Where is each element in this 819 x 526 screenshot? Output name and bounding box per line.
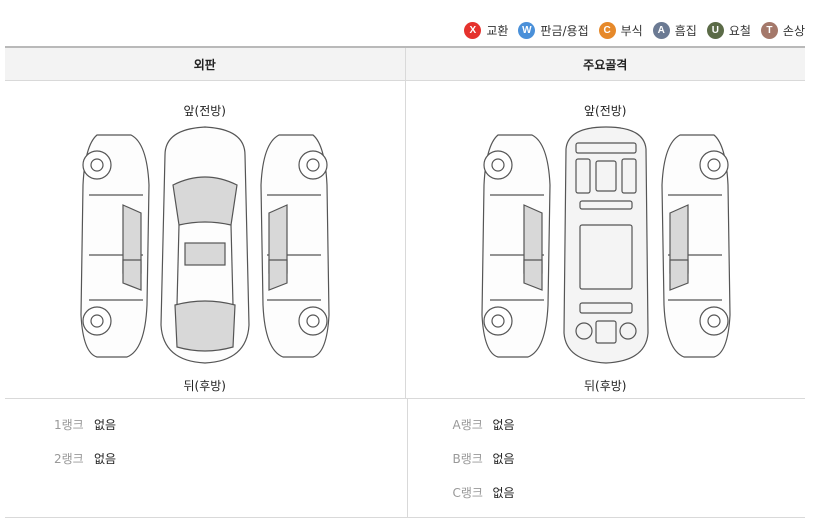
rank-item: B랭크 없음 — [453, 449, 806, 467]
t-badge-icon: T — [760, 21, 778, 39]
diagram-row: 앞(전방) — [5, 81, 805, 399]
frame-diagram-cell: 앞(전방) — [404, 81, 806, 398]
c-badge-icon: C — [598, 21, 616, 39]
front-label: 앞(전방) — [584, 104, 627, 118]
rank-value: 없음 — [492, 485, 515, 500]
rank-row: 1랭크 없음 2랭크 없음 A랭크 없음 B랭크 없음 C랭크 없음 — [5, 399, 805, 518]
legend-item-scratch: A 흠집 — [652, 21, 697, 39]
rank-value: 없음 — [94, 417, 117, 432]
rank-value: 없음 — [94, 451, 117, 466]
rank-value: 없음 — [492, 417, 515, 432]
front-label: 앞(전방) — [183, 104, 226, 118]
legend-label: 요철 — [728, 23, 751, 38]
inspection-panel: 외판 주요골격 앞(전방) — [5, 46, 805, 518]
legend-label: 부식 — [620, 23, 643, 38]
rank-item: C랭크 없음 — [453, 483, 806, 501]
rank-name: B랭크 — [452, 451, 483, 466]
rank-item: 2랭크 없음 — [54, 449, 407, 467]
legend-item-sheet-metal: W 판금/용접 — [518, 21, 589, 39]
rank-name: 1랭크 — [54, 417, 84, 432]
rank-item: 1랭크 없음 — [54, 415, 407, 433]
frame-car-diagram — [480, 126, 731, 364]
frame-chassis-view — [562, 126, 649, 364]
rank-name: C랭크 — [452, 485, 483, 500]
exterior-diagram-cell: 앞(전방) — [5, 81, 405, 398]
rear-label: 뒤(후방) — [584, 379, 627, 393]
a-badge-icon: A — [652, 21, 670, 39]
rank-name: A랭크 — [452, 417, 483, 432]
section-header-row: 외판 주요골격 — [5, 48, 805, 81]
rank-item: A랭크 없음 — [453, 415, 806, 433]
legend-item-corrosion: C 부식 — [598, 21, 643, 39]
exterior-ranks: 1랭크 없음 2랭크 없음 — [5, 399, 407, 518]
rear-label: 뒤(후방) — [183, 379, 226, 393]
exterior-car-diagram — [80, 126, 330, 364]
damage-legend: X 교환 W 판금/용접 C 부식 A 흠집 U 요철 T 손상 — [464, 20, 805, 40]
exterior-title: 외판 — [193, 57, 216, 72]
x-badge-icon: X — [464, 21, 482, 39]
u-badge-icon: U — [706, 21, 724, 39]
legend-item-dent: U 요철 — [706, 21, 751, 39]
legend-label: 손상 — [782, 23, 805, 38]
legend-item-exchange: X 교환 — [464, 21, 509, 39]
rank-value: 없음 — [492, 451, 515, 466]
frame-ranks: A랭크 없음 B랭크 없음 C랭크 없음 — [406, 399, 806, 518]
rank-name: 2랭크 — [54, 451, 84, 466]
legend-label: 흠집 — [674, 23, 697, 38]
frame-title: 주요골격 — [404, 48, 806, 80]
w-badge-icon: W — [518, 21, 536, 39]
legend-label: 교환 — [486, 23, 509, 38]
legend-label: 판금/용접 — [540, 23, 589, 38]
legend-item-damage: T 손상 — [760, 21, 805, 39]
